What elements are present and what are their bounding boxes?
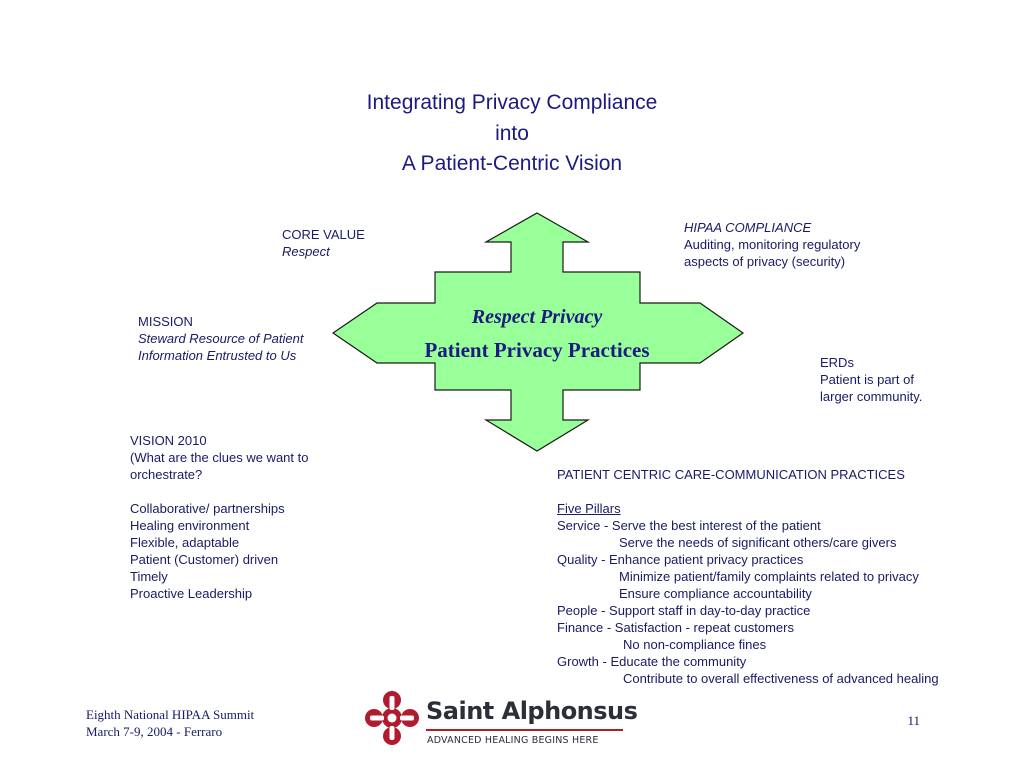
core-value-heading: CORE VALUE	[282, 227, 365, 242]
five-pillars-heading: Five Pillars	[557, 501, 621, 516]
pillar-line: Serve the needs of significant others/ca…	[619, 535, 897, 550]
erds-heading: ERDs	[820, 355, 854, 370]
pillar-line: Growth - Educate the community	[557, 654, 747, 669]
logo-divider	[426, 729, 623, 731]
title-line-1: Integrating Privacy Compliance	[366, 91, 658, 114]
mission-heading: MISSION	[138, 314, 193, 329]
logo-name: Saint Alphonsus	[426, 697, 638, 725]
vision-item: Timely	[130, 569, 168, 584]
cross-emblem-icon	[365, 691, 419, 745]
pillar-line: People - Support staff in day-to-day pra…	[557, 603, 811, 618]
vision-item: Collaborative/ partnerships	[130, 501, 285, 516]
title-line-3: A Patient-Centric Vision	[401, 152, 623, 175]
practices-block: PATIENT CENTRIC CARE-COMMUNICATION PRACT…	[557, 466, 939, 687]
pillar-line: Minimize patient/family complaints relat…	[619, 569, 919, 584]
saint-alphonsus-logo: Saint Alphonsus ADVANCED HEALING BEGINS …	[364, 688, 638, 752]
logo-tagline: ADVANCED HEALING BEGINS HERE	[427, 735, 599, 746]
pillar-line: Service - Serve the best interest of the…	[557, 518, 821, 533]
footer: Eighth National HIPAA Summit March 7-9, …	[86, 706, 254, 740]
vision-item: Patient (Customer) driven	[130, 552, 279, 567]
pillar-line: Finance - Satisfaction - repeat customer…	[557, 620, 794, 635]
center-label-respect-privacy: Respect Privacy	[471, 306, 603, 328]
page-number: 11	[907, 713, 920, 728]
hipaa-line-1: Auditing, monitoring regulatory	[684, 237, 861, 252]
footer-line-1: Eighth National HIPAA Summit	[86, 707, 255, 722]
erds-block: ERDs Patient is part of larger community…	[820, 354, 922, 405]
vision-question-line-1: (What are the clues we want to	[130, 450, 309, 465]
vision-item: Proactive Leadership	[130, 586, 253, 601]
vision-block: VISION 2010 (What are the clues we want …	[130, 432, 308, 602]
pillar-line: Quality - Enhance patient privacy practi…	[557, 552, 804, 567]
vision-question-line-2: orchestrate?	[130, 467, 203, 482]
pillar-line: No non-compliance fines	[623, 637, 767, 652]
vision-item: Flexible, adaptable	[130, 535, 240, 550]
core-value-text: Respect	[282, 244, 330, 259]
slide-title: Integrating Privacy Compliance into A Pa…	[0, 88, 1024, 180]
pillar-line: Ensure compliance accountability	[619, 586, 812, 601]
title-line-2: into	[495, 121, 529, 145]
pillar-line: Contribute to overall effectiveness of a…	[623, 671, 939, 686]
four-way-arrow-shape	[331, 212, 745, 452]
hipaa-heading: HIPAA COMPLIANCE	[684, 220, 812, 235]
vision-item: Healing environment	[130, 518, 250, 533]
center-label-patient-privacy-practices: Patient Privacy Practices	[424, 338, 650, 362]
hipaa-line-2: aspects of privacy (security)	[684, 254, 846, 269]
core-value-block: CORE VALUE Respect	[282, 226, 365, 260]
erds-line-2: larger community.	[820, 389, 923, 404]
hipaa-compliance-block: HIPAA COMPLIANCE Auditing, monitoring re…	[684, 219, 860, 270]
mission-line-1: Steward Resource of Patient	[138, 331, 304, 346]
erds-line-1: Patient is part of	[820, 372, 914, 387]
practices-heading: PATIENT CENTRIC CARE-COMMUNICATION PRACT…	[557, 467, 905, 482]
mission-line-2: Information Entrusted to Us	[138, 348, 297, 363]
mission-block: MISSION Steward Resource of Patient Info…	[138, 313, 303, 364]
vision-heading: VISION 2010	[130, 433, 207, 448]
footer-line-2: March 7-9, 2004 - Ferraro	[86, 724, 223, 739]
